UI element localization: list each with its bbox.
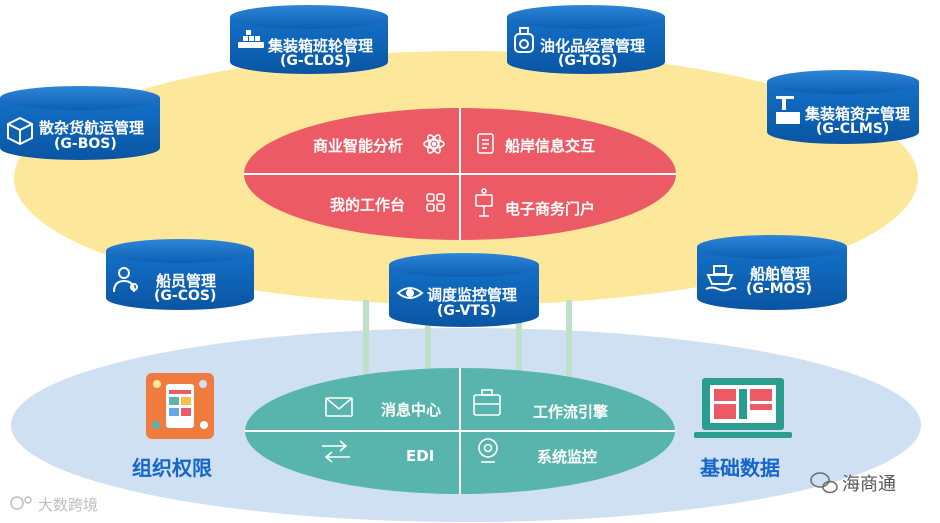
module-code-cos: (G-COS) bbox=[154, 288, 217, 304]
module-code-mos: (G-MOS) bbox=[746, 281, 813, 297]
module-code-vts: (G-VTS) bbox=[437, 303, 497, 319]
module-title-bos: 散杂货航运管理 bbox=[39, 119, 145, 137]
org-permission-label: 组织权限 bbox=[132, 456, 212, 480]
module-code-clos: (G-CLOS) bbox=[280, 53, 351, 69]
watermark-left: 大数跨境 bbox=[38, 496, 99, 514]
monitor-data-icon bbox=[694, 378, 792, 438]
crane-container-icon bbox=[776, 96, 800, 124]
module-title-clos: 集装箱班轮管理 bbox=[268, 37, 374, 55]
portal-item-workbench: 我的工作台 bbox=[330, 196, 406, 214]
module-code-clms: (G-CLMS) bbox=[816, 121, 890, 137]
module-code-tos: (G-TOS) bbox=[558, 53, 618, 69]
cargo-box-icon bbox=[7, 116, 33, 146]
document-icon bbox=[477, 133, 494, 154]
crew-icon bbox=[113, 267, 138, 293]
portal-item-bi: 商业智能分析 bbox=[313, 137, 404, 155]
container-ship-icon bbox=[238, 30, 264, 48]
base-data-label: 基础数据 bbox=[700, 456, 780, 480]
webcam-icon bbox=[478, 438, 498, 463]
platform-item-monitor: 系统监控 bbox=[537, 448, 598, 466]
eye-icon bbox=[396, 287, 424, 299]
connector-pillar bbox=[566, 300, 572, 390]
exchange-arrows-icon bbox=[322, 440, 350, 463]
grid-icon bbox=[426, 193, 445, 212]
module-title-clms: 集装箱资产管理 bbox=[805, 105, 911, 123]
briefcase-icon bbox=[473, 389, 501, 416]
module-code-bos: (G-BOS) bbox=[54, 136, 117, 152]
weibo-logo-icon bbox=[10, 496, 32, 510]
oil-barrel-icon bbox=[514, 27, 534, 53]
module-title-cos: 船员管理 bbox=[156, 272, 217, 290]
watermark-right: 海商通 bbox=[842, 474, 896, 495]
module-title-tos: 油化品经营管理 bbox=[540, 37, 646, 55]
platform-item-workflow: 工作流引擎 bbox=[533, 403, 609, 421]
portal-item-ecommerce: 电子商务门户 bbox=[505, 200, 596, 218]
connector-pillar bbox=[425, 305, 431, 390]
wechat-icon bbox=[810, 472, 838, 494]
portal-item-ship-shore: 船岸信息交互 bbox=[505, 137, 596, 155]
module-title-mos: 船舶管理 bbox=[750, 265, 811, 283]
module-title-vts: 调度监控管理 bbox=[427, 286, 518, 304]
atom-icon bbox=[423, 134, 445, 154]
org-app-icon bbox=[146, 373, 214, 439]
platform-item-message: 消息中心 bbox=[381, 401, 442, 419]
ship-icon bbox=[705, 265, 737, 292]
platform-item-edi: EDI bbox=[406, 447, 435, 465]
kiosk-icon bbox=[475, 188, 493, 217]
envelope-icon bbox=[325, 397, 353, 417]
